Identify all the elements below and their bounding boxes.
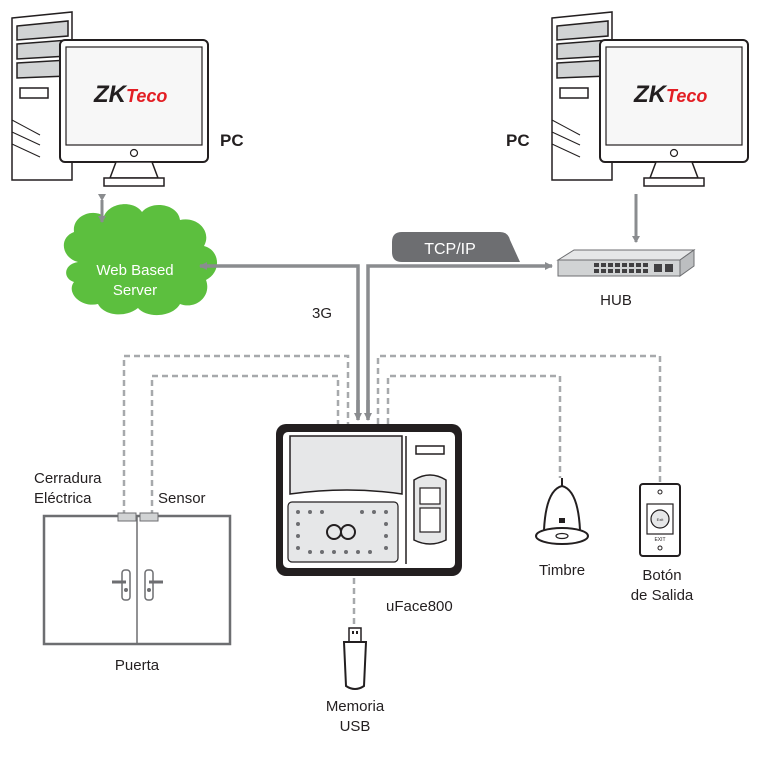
pc-tower-right <box>551 11 613 181</box>
zkteco-logo-right: ZKTeco <box>633 81 707 108</box>
link-3g <box>199 262 360 418</box>
bell: Timbre <box>535 478 589 579</box>
tcpip-badge: TCP/IP <box>392 232 520 262</box>
door-label: Puerta <box>115 657 160 674</box>
usb-memory: Memoria USB <box>326 627 385 735</box>
pc-monitor-left: ZKTeco <box>59 39 209 187</box>
door-handle-right <box>144 569 163 601</box>
door: Cerradura Eléctrica Sensor Puerta <box>34 470 232 674</box>
pc-tower-left <box>11 11 73 181</box>
device-label: uFace800 <box>386 598 453 615</box>
pc-right: ZKTeco PC <box>506 11 749 187</box>
cloud-label-line2: Server <box>113 282 157 299</box>
zkteco-logo-left: ZKTeco <box>93 81 167 108</box>
pc-monitor-right: ZKTeco <box>599 39 749 187</box>
exit-button-label-line1: Botón <box>642 567 681 584</box>
lock-label-line2: Eléctrica <box>34 490 92 507</box>
electric-lock <box>117 512 137 522</box>
exit-button-label-line2: de Salida <box>631 587 694 604</box>
sensor-label: Sensor <box>158 490 206 507</box>
wire-bell <box>386 374 562 478</box>
link-tcpip <box>366 262 553 418</box>
hub-switch: HUB <box>556 249 696 309</box>
cloud-label-line1: Web Based <box>96 262 173 279</box>
link-3g-label: 3G <box>312 305 332 322</box>
wiring <box>122 354 662 628</box>
exit-button: Exit EXIT Botón de Salida <box>631 483 694 604</box>
wire-sensor <box>150 374 340 516</box>
cloud-server: Web Based Server <box>63 204 218 316</box>
usb-label-line1: Memoria <box>326 698 385 715</box>
door-handle-left <box>112 569 131 601</box>
wire-lock <box>122 354 350 516</box>
pc-left: ZKTeco PC <box>11 11 244 187</box>
usb-label-line2: USB <box>340 718 371 735</box>
wire-exit-button <box>376 354 662 484</box>
exit-plate-text-bottom: EXIT <box>654 537 665 543</box>
door-sensor <box>139 512 159 522</box>
bell-label: Timbre <box>539 562 585 579</box>
tcpip-label: TCP/IP <box>424 241 476 258</box>
pc-label-left: PC <box>220 131 244 150</box>
uface800-device: uFace800 <box>276 424 462 615</box>
pc-label-right: PC <box>506 131 530 150</box>
exit-plate-text-top: Exit <box>657 517 665 522</box>
lock-label-line1: Cerradura <box>34 470 102 487</box>
hub-label: HUB <box>600 292 632 309</box>
